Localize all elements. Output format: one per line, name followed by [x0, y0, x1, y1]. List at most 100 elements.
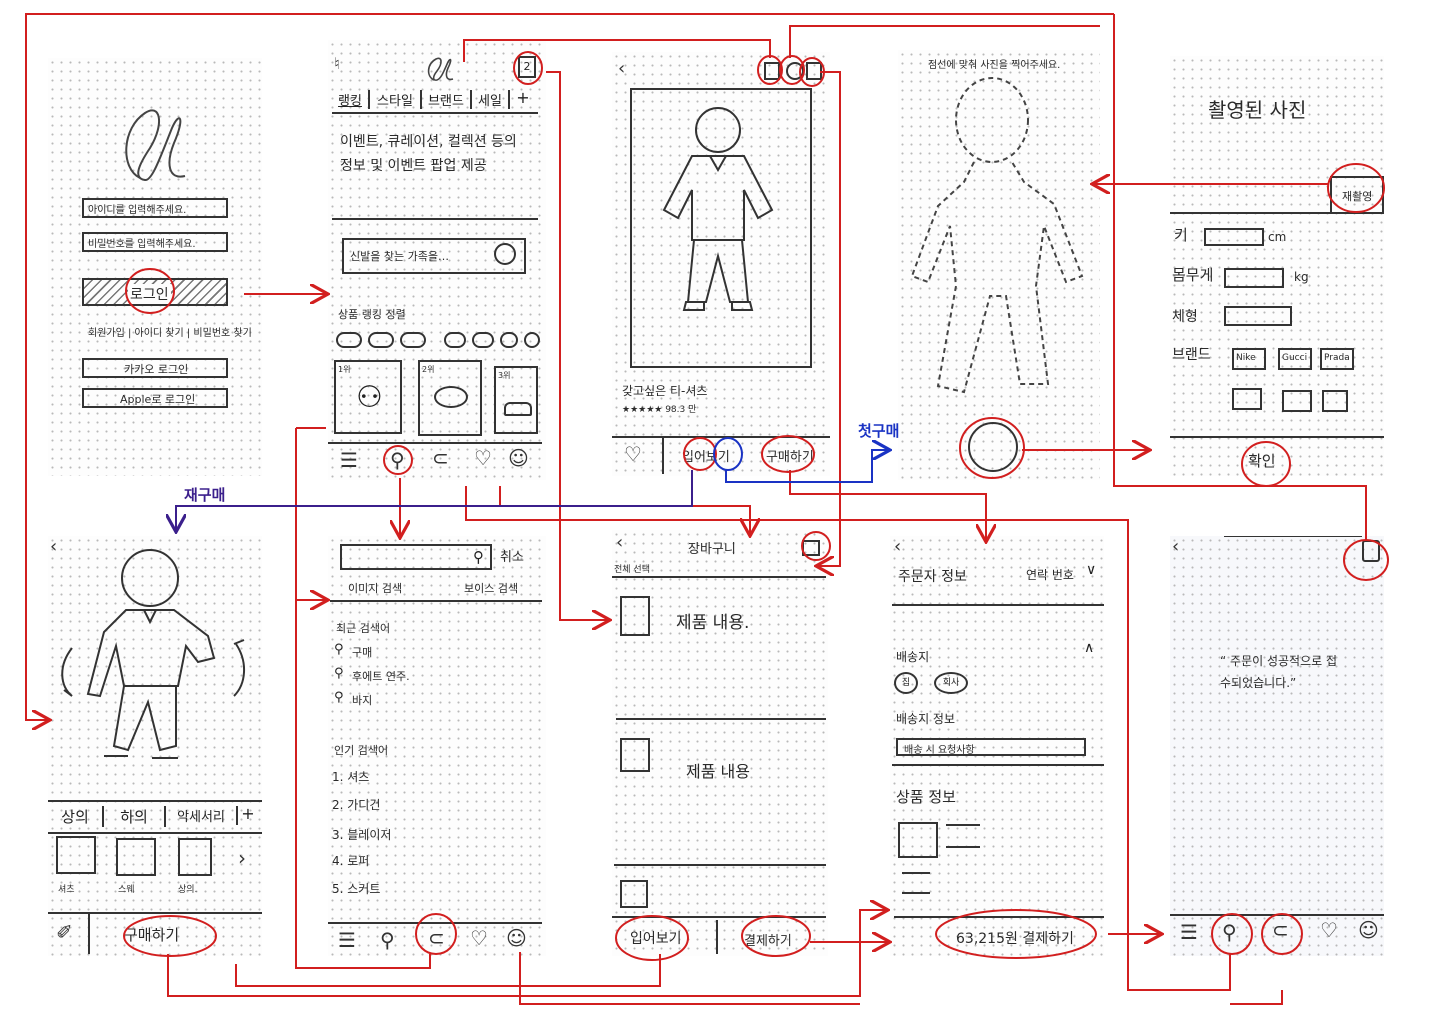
- profile-icon[interactable]: ☺: [506, 926, 527, 950]
- tab-top[interactable]: 상의: [48, 806, 104, 827]
- account-links[interactable]: 회원가입 | 아이디 찾기 | 비밀번호 찾기: [88, 328, 252, 339]
- tab-style[interactable]: 스타일: [370, 90, 422, 109]
- id-input[interactable]: 아이디를 입력해주세요.: [82, 198, 228, 218]
- rebuy-annotation: 재구매: [184, 486, 226, 504]
- recent-item[interactable]: 후에트 연주.: [352, 670, 410, 683]
- confirm-button[interactable]: 확인: [1248, 452, 1276, 470]
- tab-ranking[interactable]: 랭킹: [332, 90, 370, 109]
- cart-item-thumb[interactable]: [620, 880, 648, 908]
- chevron-right-icon[interactable]: ›: [238, 846, 246, 870]
- delivery-option-home[interactable]: 집: [894, 672, 918, 694]
- contact-label[interactable]: 연락 번호: [1026, 568, 1074, 582]
- fitting-item-1[interactable]: [56, 836, 96, 874]
- chevron-up-icon[interactable]: ∧: [1084, 640, 1095, 656]
- recent-item[interactable]: 구매: [352, 646, 373, 659]
- popular-item[interactable]: 2. 가디건: [332, 798, 381, 812]
- back-icon[interactable]: ‹: [1172, 536, 1180, 557]
- closet-icon[interactable]: ⊂: [432, 446, 449, 470]
- brand-empty-2[interactable]: [1282, 390, 1312, 412]
- profile-icon[interactable]: ☺: [1358, 918, 1379, 942]
- product-image[interactable]: [630, 88, 812, 368]
- popular-item[interactable]: 3. 블레이저: [332, 828, 392, 842]
- search-icon[interactable]: ⚲: [380, 928, 395, 952]
- cart-item-thumb[interactable]: [620, 738, 650, 772]
- profile-icon[interactable]: ☺: [508, 446, 529, 470]
- heart-icon[interactable]: ♡: [1320, 918, 1338, 942]
- closet-icon[interactable]: ⊂: [1272, 918, 1289, 942]
- select-all[interactable]: 전체 선택: [614, 565, 650, 575]
- login-button[interactable]: 로그인: [82, 278, 228, 306]
- brand-nike[interactable]: Nike: [1232, 348, 1266, 370]
- brand-empty-3[interactable]: [1322, 390, 1348, 412]
- product-lines: [946, 824, 980, 848]
- search-input[interactable]: ⚲: [340, 544, 492, 570]
- closet-shortcut-icon[interactable]: [764, 62, 780, 80]
- wishlist-icon[interactable]: ♡: [624, 442, 642, 466]
- cart-icon[interactable]: 2: [518, 56, 536, 78]
- search-icon[interactable]: ⚲: [390, 448, 405, 472]
- fitting-item-3[interactable]: [178, 838, 212, 876]
- fitting-item-label: 셔츠: [58, 885, 75, 895]
- body-outline-guide: [910, 77, 1084, 394]
- product-card-1[interactable]: 1위⚇: [334, 360, 402, 434]
- image-search-button[interactable]: 이미지 검색: [348, 582, 403, 595]
- tab-accessory[interactable]: 악세서리: [166, 806, 238, 825]
- apple-login-button[interactable]: Apple로 로그인: [82, 388, 228, 408]
- app-logo: [125, 109, 186, 181]
- popular-item[interactable]: 1. 셔츠: [332, 770, 370, 784]
- menu-icon[interactable]: ☰: [1180, 920, 1198, 944]
- bell-icon[interactable]: ♮: [334, 54, 340, 73]
- menu-icon[interactable]: ☰: [340, 448, 358, 472]
- product-card-2[interactable]: 2위: [418, 360, 482, 436]
- back-icon[interactable]: ‹: [616, 532, 624, 553]
- body-type-input[interactable]: [1224, 306, 1292, 326]
- search-cancel[interactable]: 취소: [500, 550, 524, 565]
- shutter-button[interactable]: [968, 422, 1018, 472]
- brand-prada[interactable]: Prada: [1320, 348, 1354, 370]
- search-icon[interactable]: ⚲: [1222, 920, 1237, 944]
- kakao-login-button[interactable]: 카카오 로그인: [82, 358, 228, 378]
- pay-button[interactable]: 63,215원 결제하기: [956, 931, 1074, 947]
- popular-item[interactable]: 4. 로퍼: [332, 854, 370, 868]
- shoe-icon: [504, 402, 532, 416]
- try-on-button[interactable]: 입어보기: [682, 450, 730, 465]
- cart-item-content[interactable]: 제품 내용: [686, 762, 750, 781]
- fitting-item-2[interactable]: [116, 838, 156, 876]
- cart-item-content[interactable]: 제품 내용.: [676, 613, 750, 633]
- try-on-button[interactable]: 입어보기: [630, 931, 682, 947]
- search-icon: ⚲: [334, 690, 344, 705]
- popular-item[interactable]: 5. 스커트: [332, 882, 381, 896]
- delivery-option-work[interactable]: 회사: [934, 672, 968, 694]
- cart-item-thumb[interactable]: [620, 596, 650, 636]
- voice-search-button[interactable]: 보이스 검색: [464, 582, 519, 595]
- height-input[interactable]: [1204, 228, 1264, 246]
- heart-icon[interactable]: ♡: [470, 926, 488, 950]
- brand-gucci[interactable]: Gucci: [1278, 348, 1312, 370]
- recommend-card[interactable]: 신발을 찾는 가족을…: [342, 238, 526, 274]
- menu-icon[interactable]: ☰: [338, 928, 356, 952]
- share-icon[interactable]: ✐: [56, 920, 73, 944]
- tab-bottom[interactable]: 하의: [104, 806, 166, 827]
- back-icon[interactable]: ‹: [618, 58, 626, 79]
- tab-add[interactable]: +: [516, 88, 530, 107]
- product-card-3[interactable]: 3위: [494, 366, 538, 434]
- section-title: 상품 랭킹 정렬: [338, 308, 406, 321]
- delivery-request-input[interactable]: 배송 시 요청사항: [896, 738, 1086, 756]
- back-icon[interactable]: ‹: [50, 536, 58, 557]
- chevron-down-icon[interactable]: ∨: [1086, 562, 1097, 578]
- back-icon[interactable]: ‹: [894, 536, 902, 557]
- recent-item[interactable]: 바지: [352, 694, 373, 707]
- tab-add[interactable]: +: [241, 804, 255, 823]
- tab-brand[interactable]: 브랜드: [422, 90, 472, 109]
- password-input[interactable]: 비밀번호를 입력해주세요.: [82, 232, 228, 252]
- event-banner-text[interactable]: 이벤트, 큐레이션, 컬렉션 등의 정보 및 이벤트 팝업 제공: [340, 134, 517, 174]
- camera-guide-text: 점선에 맞춰 사진을 찍어주세요.: [928, 60, 1061, 71]
- buy-button[interactable]: 구매하기: [766, 450, 814, 465]
- brand-empty-1[interactable]: [1232, 388, 1262, 410]
- closet-icon[interactable]: ⊂: [428, 926, 445, 950]
- weight-input[interactable]: [1224, 268, 1284, 288]
- pay-button[interactable]: 결제하기: [744, 934, 792, 949]
- tab-sale[interactable]: 세일: [472, 90, 510, 109]
- buy-button[interactable]: 구매하기: [124, 926, 180, 944]
- heart-icon[interactable]: ♡: [474, 446, 492, 470]
